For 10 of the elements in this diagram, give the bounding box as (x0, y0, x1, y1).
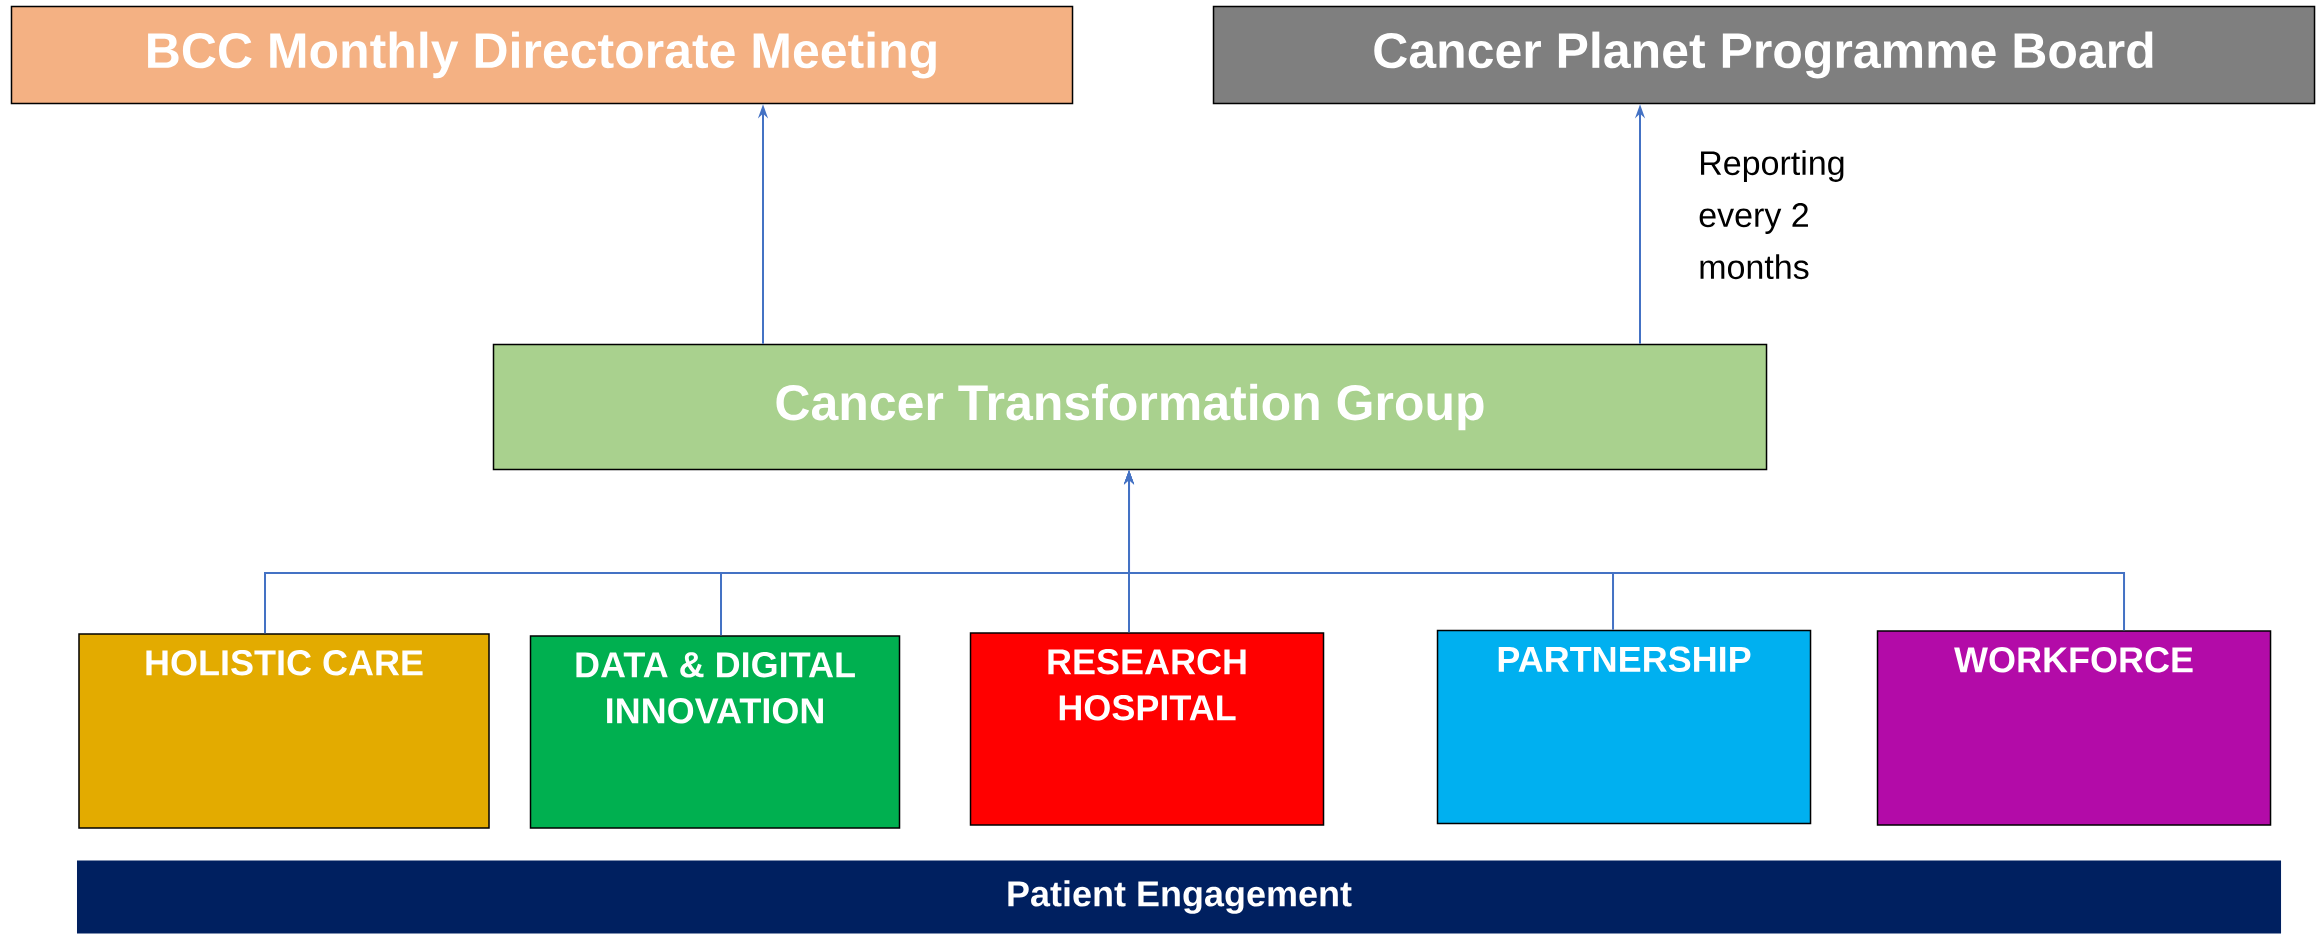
edge-label: Reporting every 2 months (1699, 150, 1844, 280)
workstream-box: PARTNERSHIP (1436, 629, 1812, 825)
workstream-box: WORKFORCE (1876, 630, 2272, 826)
board-box: Cancer Planet Programme Board (1212, 5, 2316, 105)
group-box: Cancer Transformation Group (492, 343, 1768, 471)
meeting-box: BCC Monthly Directorate Meeting (10, 5, 1074, 105)
workstream-box: RESEARCH HOSPITAL (969, 632, 1325, 826)
engagement-band: Patient Engagement (77, 860, 2282, 934)
workstream-box: HOLISTIC CARE (78, 633, 490, 829)
workstream-box: DATA & DIGITAL INNOVATION (529, 635, 901, 829)
